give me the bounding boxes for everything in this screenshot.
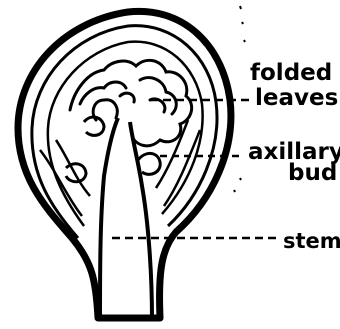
central-stem-left [100,118,118,320]
label-stem: stem [283,231,340,252]
label-folded: folded [250,62,332,85]
side-leaf-folds [40,120,200,216]
central-stem-right [130,122,152,320]
inner-scale-1 [32,26,217,238]
label-leaves: leaves [255,87,338,110]
label-bud: bud [288,162,337,185]
